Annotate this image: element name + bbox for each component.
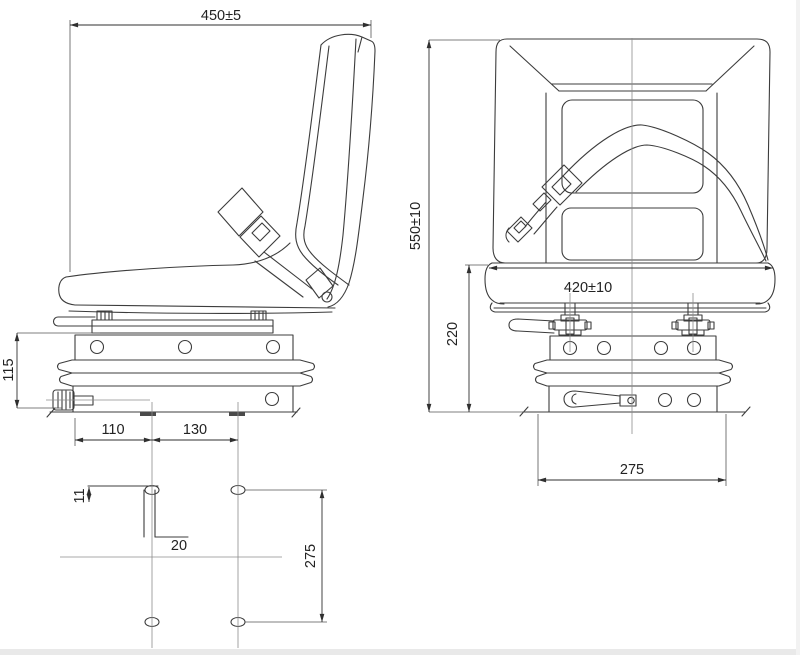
front-clamp-lever bbox=[508, 318, 555, 334]
mounting-pattern bbox=[87, 484, 246, 628]
dim-mount-pitch-side-label: 275 bbox=[303, 544, 319, 568]
front-seatbelt bbox=[505, 124, 769, 262]
front-belt-buckle bbox=[541, 164, 583, 206]
front-base bbox=[519, 385, 751, 417]
front-suspension-plate bbox=[549, 335, 717, 361]
side-backrest bbox=[295, 33, 376, 308]
front-belt-clip bbox=[506, 216, 533, 243]
dim-rail-pitch-rear-label: 130 bbox=[183, 422, 207, 438]
side-suspension-plate bbox=[74, 334, 294, 361]
right-edge-artifact bbox=[796, 0, 800, 655]
side-base bbox=[46, 385, 301, 418]
dim-slot-offset-label: 20 bbox=[171, 538, 187, 554]
side-mount-tab bbox=[229, 412, 245, 416]
dim-slot-width-label: 11 bbox=[72, 488, 88, 503]
front-backrest-panel-lower bbox=[561, 207, 704, 261]
side-bellows bbox=[56, 359, 316, 387]
dim-overall-height-label: 550±10 bbox=[408, 202, 424, 250]
side-mount-tab bbox=[140, 412, 156, 416]
front-backrest bbox=[492, 38, 771, 264]
front-base-lever bbox=[563, 390, 621, 408]
centerlines bbox=[46, 38, 694, 648]
front-cushion bbox=[484, 262, 776, 313]
bottom-edge-artifact bbox=[0, 649, 800, 655]
dim-mount-pitch-front-label: 275 bbox=[620, 462, 644, 478]
side-slide-rail bbox=[52, 310, 274, 334]
side-view bbox=[46, 33, 376, 418]
front-view bbox=[484, 38, 776, 417]
dim-cushion-width-label: 420±10 bbox=[564, 280, 612, 296]
dim-base-height-label: 220 bbox=[445, 322, 461, 346]
front-bellows bbox=[532, 359, 734, 387]
side-seatbelt-buckle bbox=[217, 187, 334, 303]
side-cushion bbox=[58, 242, 336, 314]
bracket-profile bbox=[87, 485, 189, 538]
dim-seat-depth-label: 450±5 bbox=[201, 8, 241, 24]
dimensions: 450±5 115 110 130 11 20 275 550±10 420±1… bbox=[1, 8, 774, 623]
dim-rail-pitch-front-label: 110 bbox=[101, 422, 124, 438]
dim-suspension-height-label: 115 bbox=[1, 358, 17, 381]
front-backrest-panel-upper bbox=[561, 99, 704, 194]
